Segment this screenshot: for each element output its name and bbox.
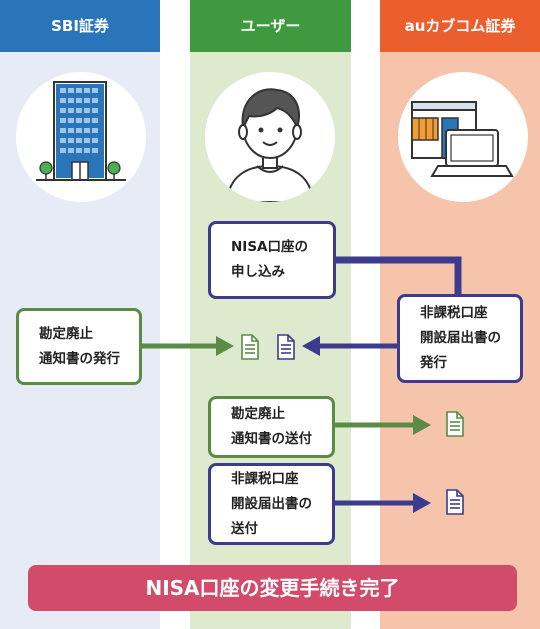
au-issue-box: 非課税口座 開設届出書の 発行 xyxy=(397,294,523,383)
au-issue-box-line-2: 開設届出書の xyxy=(420,330,501,346)
au-issue-arrowhead xyxy=(302,336,320,356)
sbi-issue-arrowhead xyxy=(216,336,234,356)
au-lane-header: auカブコム証券 xyxy=(380,0,540,52)
completion-banner: NISA口座の変更手続き完了 xyxy=(28,565,517,611)
send-form-arrowhead xyxy=(413,493,431,513)
sbi-illustration xyxy=(16,72,146,202)
document-icon xyxy=(446,489,464,515)
sbi-issue-box-line-1: 勘定廃止 xyxy=(39,325,93,342)
send-notice-box-line-1: 勘定廃止 xyxy=(231,406,285,422)
apply-box-line-2: 申し込み xyxy=(231,264,285,280)
person-avatar-icon xyxy=(225,88,315,202)
apply-box-line-1: NISA口座の xyxy=(231,239,308,255)
au-issue-box-line-1: 非課税口座 xyxy=(420,305,488,321)
office-building-icon xyxy=(36,81,126,181)
apply-box: NISA口座の 申し込み xyxy=(208,221,336,299)
send-notice-box: 勘定廃止 通知書の送付 xyxy=(208,396,335,458)
sbi-issue-box: 勘定廃止 通知書の発行 xyxy=(16,308,142,385)
send-form-box-line-3: 送付 xyxy=(231,520,258,537)
user-illustration xyxy=(205,72,335,202)
send-notice-box-line-2: 通知書の送付 xyxy=(231,431,312,447)
au-illustration xyxy=(398,72,528,202)
user-lane-header: ユーザー xyxy=(190,0,351,52)
send-form-box-line-1: 非課税口座 xyxy=(231,470,299,487)
send-form-box-line-2: 開設届出書の xyxy=(231,495,312,512)
sbi-issue-box-line-2: 通知書の発行 xyxy=(39,350,120,367)
store-and-laptop-icon xyxy=(411,101,514,177)
au-issue-box-line-3: 発行 xyxy=(420,355,447,371)
sbi-lane-header: SBI証券 xyxy=(0,0,160,52)
send-form-box: 非課税口座 開設届出書の 送付 xyxy=(208,463,335,545)
document-icon xyxy=(241,334,259,360)
apply-flow-line xyxy=(336,256,462,296)
document-icon xyxy=(277,334,295,360)
document-icon xyxy=(446,411,464,437)
send-notice-arrowhead xyxy=(413,415,431,435)
